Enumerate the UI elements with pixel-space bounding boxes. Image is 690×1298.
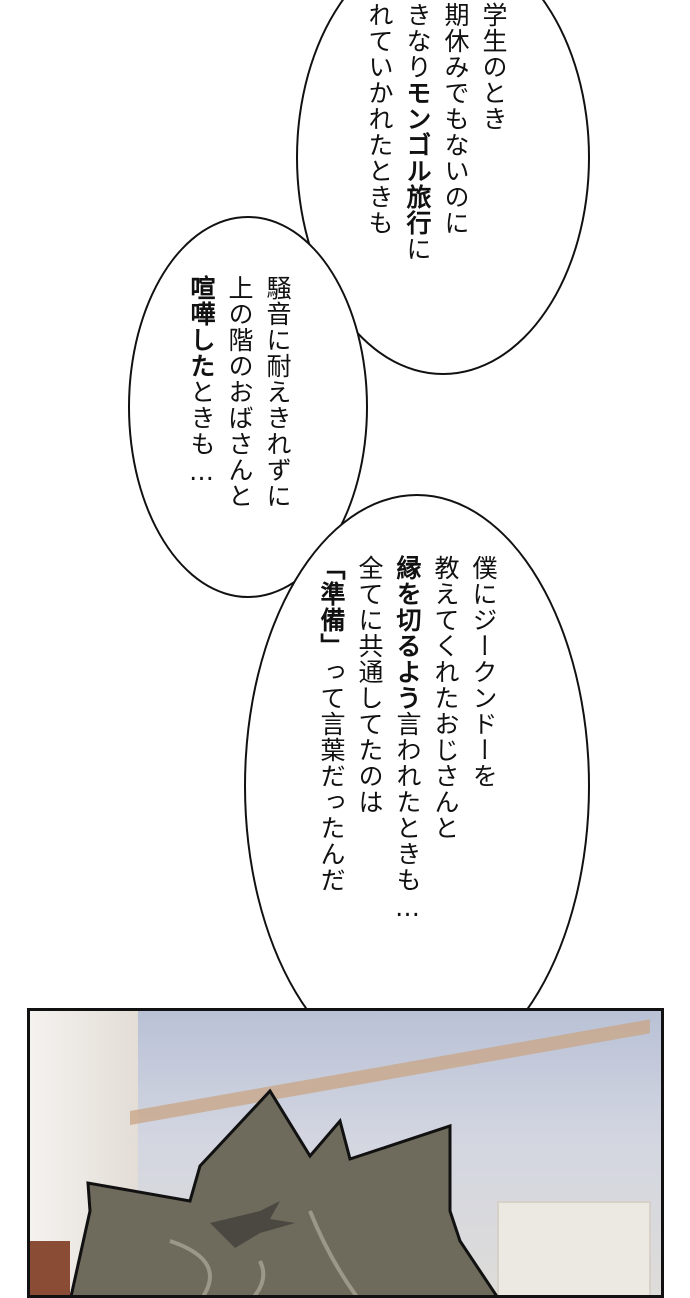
door [497, 1201, 651, 1295]
speech-bubble-3 [244, 494, 590, 1078]
bubble-3-line-2: 教えてくれたおじさんと [431, 555, 460, 841]
bubble-1-line-2: 期休みでもないのに [441, 2, 470, 236]
bubble-1-line-1: 学生のとき [479, 2, 508, 132]
comic-panel [27, 1008, 664, 1298]
bubble-2-line-2: 上の階のおばさんと [225, 275, 254, 509]
bubble-3-line-5: 「準備」って言葉だったんだ [317, 555, 346, 893]
bubble-2-line-1: 騒音に耐えきれずに [263, 275, 292, 509]
bubble-1-line-4: れていかれたときも [365, 2, 394, 236]
bubble-1-text: 学生のとき 期休みでもないのに きなりモンゴル旅行に れていかれたときも [360, 2, 512, 362]
bubble-2-line-3: 喧嘩したときも… [187, 275, 216, 487]
bubble-3-line-4: 全てに共通してたのは [355, 555, 384, 815]
spiky-hair-character [69, 1088, 498, 1295]
bubble-3-line-3: 縁を切るよう言われたときも… [393, 555, 422, 923]
bubble-1-line-3: きなりモンゴル旅行に [403, 2, 432, 262]
bubble-3-text: 僕にジークンドーを 教えてくれたおじさんと 縁を切るよう言われたときも… 全てに… [312, 555, 502, 1035]
bubble-2-text: 騒音に耐えきれずに 上の階のおばさんと 喧嘩したときも… [182, 275, 296, 575]
bubble-3-line-1: 僕にジークンドーを [469, 555, 498, 789]
